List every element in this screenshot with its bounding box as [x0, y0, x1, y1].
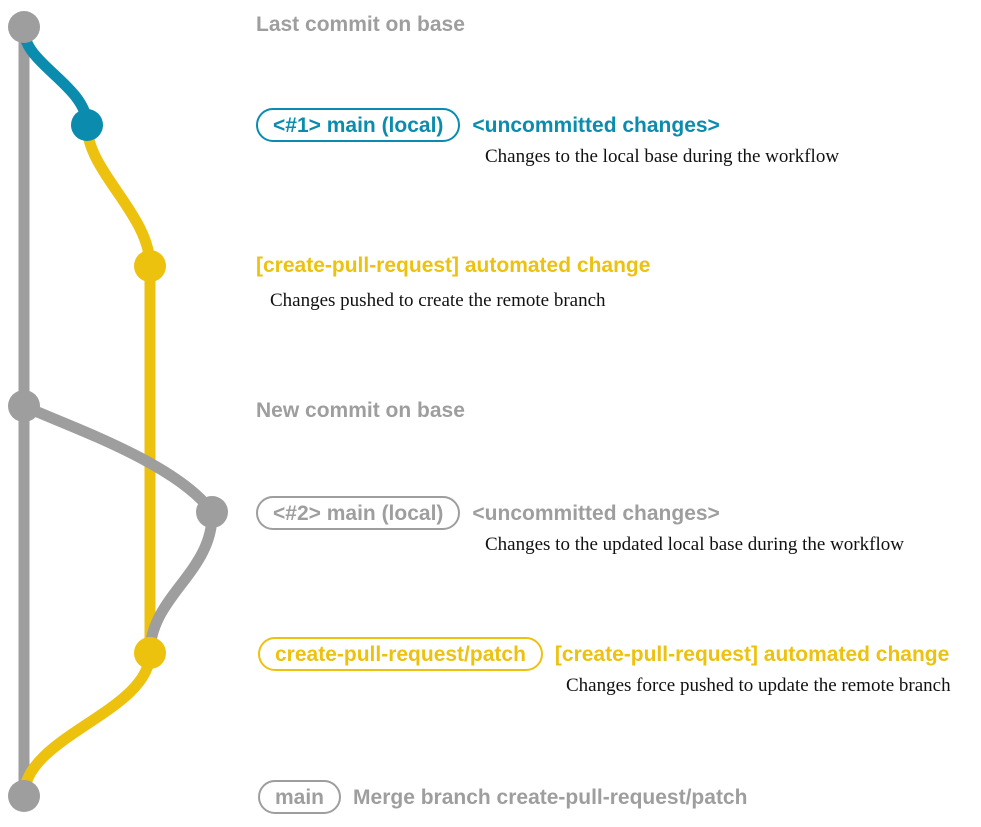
commit-subject-uncommitted-2: <uncommitted changes>	[472, 501, 720, 525]
commit-subject-automated-change-update: [create-pull-request] automated change	[554, 642, 950, 666]
node-base-new	[8, 390, 40, 422]
commit-note-updated-local-base-changes: Changes to the updated local base during…	[485, 534, 904, 555]
ref-pill-main-local-2[interactable]: <#2> main (local)	[256, 496, 461, 530]
ref-pill-main-local-1[interactable]: <#1> main (local)	[256, 108, 461, 142]
headline-automated-change-create: [create-pull-request] automated change	[256, 254, 651, 277]
edge-automated2-to-merge	[18, 647, 156, 802]
ref-pill-main[interactable]: main	[258, 780, 342, 814]
commit-subject-merge-branch: Merge branch create-pull-request/patch	[353, 785, 748, 809]
commit-row-merge-branch: main Merge branch create-pull-request/pa…	[258, 780, 747, 814]
commit-note-local-base-changes: Changes to the local base during the wor…	[485, 146, 840, 167]
commit-note-force-pushed-update-remote-branch: Changes force pushed to update the remot…	[566, 675, 951, 696]
commit-note-pushed-create-remote-branch: Changes pushed to create the remote bran…	[270, 290, 606, 311]
edge-basenew-to-local2	[18, 400, 218, 518]
commit-subject-uncommitted-1: <uncommitted changes>	[472, 113, 720, 137]
node-local-1	[71, 109, 103, 141]
node-local-2	[196, 496, 228, 528]
commit-row-local-uncommitted-1: <#1> main (local) <uncommitted changes>	[256, 108, 720, 142]
edge-local2-to-automated2	[144, 506, 218, 659]
commit-row-local-uncommitted-2: <#2> main (local) <uncommitted changes>	[256, 496, 720, 530]
commit-row-automated-change-update: create-pull-request/patch [create-pull-r…	[258, 637, 949, 671]
edge-local1-to-automated1	[81, 119, 156, 272]
node-automated-1	[134, 250, 166, 282]
graph-nodes	[8, 11, 228, 812]
ref-pill-create-pull-request-patch[interactable]: create-pull-request/patch	[258, 637, 543, 671]
headline-new-commit-on-base: New commit on base	[256, 399, 465, 422]
node-merge	[8, 780, 40, 812]
node-base-head	[8, 11, 40, 43]
node-automated-2	[134, 637, 166, 669]
headline-last-commit-on-base: Last commit on base	[256, 13, 465, 36]
